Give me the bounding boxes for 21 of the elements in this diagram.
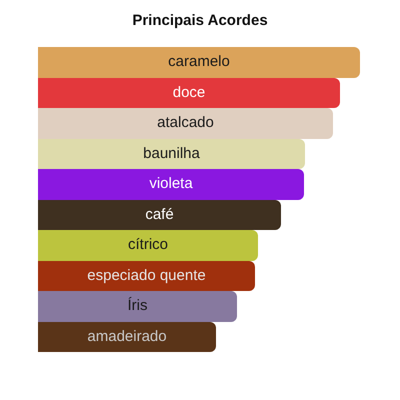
accord-label: Íris [128, 296, 148, 316]
accord-label: violeta [149, 174, 193, 194]
accord-bar [38, 322, 216, 352]
accord-bar [38, 78, 340, 108]
accord-label: especiado quente [87, 266, 206, 286]
accord-label: caramelo [168, 52, 230, 72]
accord-bar [38, 291, 237, 322]
accord-bar [38, 230, 258, 260]
accord-label: atalcado [157, 113, 214, 133]
accord-bar [38, 47, 360, 78]
accord-bar [38, 260, 255, 291]
accord-bar [38, 138, 305, 169]
accord-bar [38, 108, 333, 138]
accord-label: baunilha [143, 144, 200, 164]
accord-bar [38, 169, 304, 200]
accord-label: café [145, 204, 174, 224]
accord-bar [38, 200, 281, 230]
accord-label: amadeirado [87, 326, 167, 346]
accord-label: cítrico [128, 235, 168, 255]
accord-label: doce [172, 82, 206, 102]
chart-title: Principais Acordes [131, 11, 269, 31]
